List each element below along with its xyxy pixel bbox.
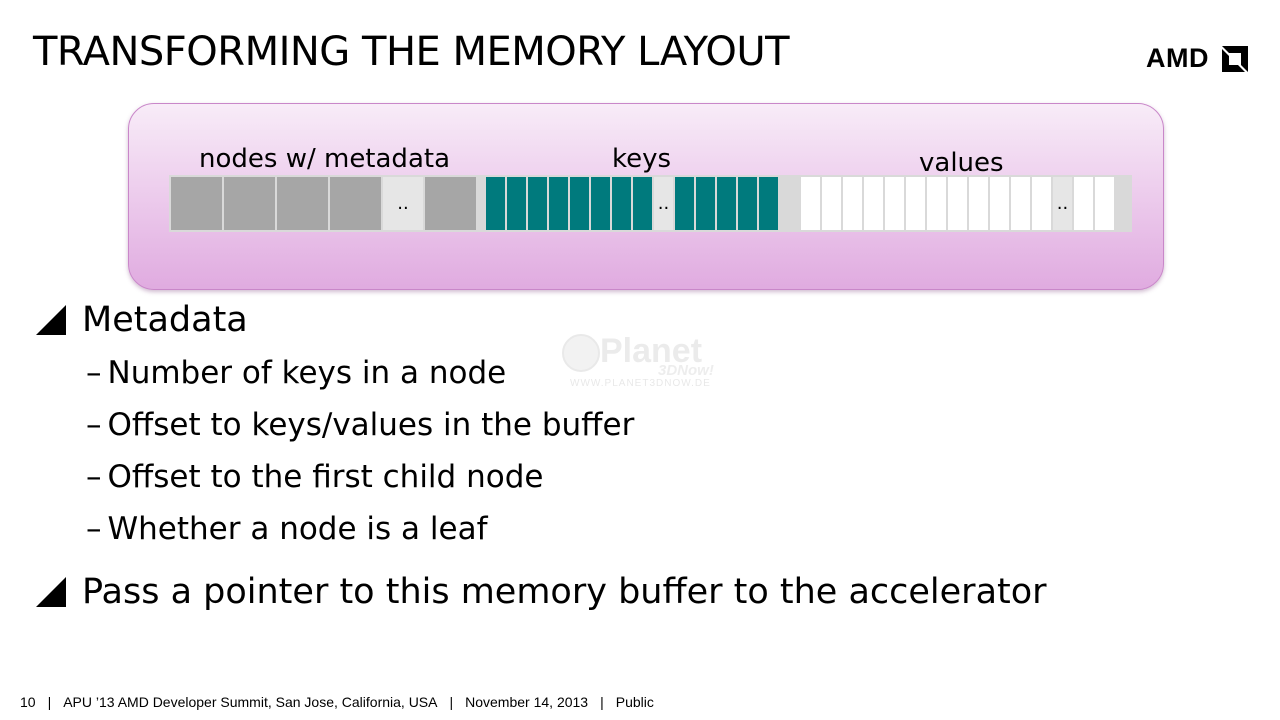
value-cell bbox=[801, 177, 820, 230]
value-cell bbox=[948, 177, 967, 230]
value-cell bbox=[843, 177, 862, 230]
slide-title: TRANSFORMING THE MEMORY LAYOUT bbox=[33, 29, 790, 75]
footer-separator: | bbox=[449, 694, 454, 710]
amd-logo-text: AMD bbox=[1146, 43, 1209, 73]
key-cell bbox=[717, 177, 736, 230]
bullet-metadata-label: Metadata bbox=[82, 300, 248, 340]
dash-bullet-icon: – bbox=[86, 459, 102, 495]
dash-bullet-icon: – bbox=[86, 355, 102, 391]
amd-arrow-icon bbox=[1222, 46, 1248, 72]
nodes-label: nodes w/ metadata bbox=[199, 144, 450, 174]
footer-separator: | bbox=[47, 694, 52, 710]
sub-bullet-text: Number of keys in a node bbox=[107, 355, 507, 391]
segment-separator bbox=[780, 177, 799, 230]
values-label: values bbox=[919, 148, 1004, 178]
sub-bullet: –Offset to the first child node bbox=[86, 459, 543, 495]
bullet-metadata: Metadata bbox=[36, 300, 248, 340]
key-cell bbox=[570, 177, 589, 230]
footer-separator: | bbox=[600, 694, 604, 710]
key-cell bbox=[486, 177, 505, 230]
key-cell bbox=[738, 177, 757, 230]
watermark-url: WWW.PLANET3DNOW.DE bbox=[570, 378, 711, 389]
key-cell bbox=[696, 177, 715, 230]
key-cell bbox=[507, 177, 526, 230]
value-ellipsis: .. bbox=[1053, 177, 1072, 230]
event-date: November 14, 2013 bbox=[465, 694, 589, 710]
sub-bullet-text: Whether a node is a leaf bbox=[107, 511, 488, 547]
sub-bullet: –Offset to keys/values in the buffer bbox=[86, 407, 634, 443]
triangle-bullet-icon bbox=[36, 305, 66, 335]
value-cell bbox=[885, 177, 904, 230]
key-cell bbox=[549, 177, 568, 230]
node-cell bbox=[171, 177, 222, 230]
node-cell bbox=[277, 177, 328, 230]
bullet-pointer-text: Pass a pointer to this memory buffer to … bbox=[82, 572, 1047, 612]
sub-bullet-text: Offset to keys/values in the buffer bbox=[107, 407, 635, 443]
sub-bullet: –Number of keys in a node bbox=[86, 355, 506, 391]
value-cell bbox=[1074, 177, 1093, 230]
buffer-end bbox=[1116, 177, 1130, 230]
watermark-sub: 3DNow! bbox=[658, 362, 714, 379]
slide-footer: 10 | APU ’13 AMD Developer Summit, San Jos… bbox=[20, 692, 654, 712]
bullet-pointer: Pass a pointer to this memory buffer to … bbox=[36, 572, 1047, 612]
node-ellipsis: .. bbox=[383, 177, 423, 230]
value-cell bbox=[990, 177, 1009, 230]
value-cell bbox=[969, 177, 988, 230]
value-cell bbox=[864, 177, 883, 230]
node-cell bbox=[224, 177, 275, 230]
triangle-bullet-icon bbox=[36, 577, 66, 607]
node-cell bbox=[330, 177, 381, 230]
key-cell bbox=[633, 177, 652, 230]
key-cell bbox=[591, 177, 610, 230]
value-cell bbox=[822, 177, 841, 230]
key-ellipsis: .. bbox=[654, 177, 673, 230]
dash-bullet-icon: – bbox=[86, 407, 102, 443]
watermark-main: Planet bbox=[600, 332, 703, 370]
value-cell bbox=[1011, 177, 1030, 230]
event-name: APU ’13 AMD Developer Summit, San Jose, … bbox=[63, 694, 438, 710]
key-cell bbox=[612, 177, 631, 230]
classification: Public bbox=[615, 694, 654, 710]
dash-bullet-icon: – bbox=[86, 511, 102, 547]
value-cell bbox=[927, 177, 946, 230]
planet3dnow-watermark: Planet 3DNow! WWW.PLANET3DNOW.DE bbox=[562, 332, 722, 394]
planet-logo-icon bbox=[562, 334, 600, 372]
segment-separator bbox=[478, 177, 484, 230]
node-cell bbox=[425, 177, 476, 230]
sub-bullet-text: Offset to the first child node bbox=[107, 459, 544, 495]
value-cell bbox=[1095, 177, 1114, 230]
page-number: 10 bbox=[20, 694, 36, 710]
amd-logo: AMD bbox=[1146, 44, 1248, 72]
sub-bullet: –Whether a node is a leaf bbox=[86, 511, 487, 547]
key-cell bbox=[528, 177, 547, 230]
key-cell bbox=[759, 177, 778, 230]
key-cell bbox=[675, 177, 694, 230]
keys-label: keys bbox=[612, 144, 672, 174]
value-cell bbox=[906, 177, 925, 230]
memory-buffer: .. .. .. bbox=[169, 175, 1132, 232]
value-cell bbox=[1032, 177, 1051, 230]
